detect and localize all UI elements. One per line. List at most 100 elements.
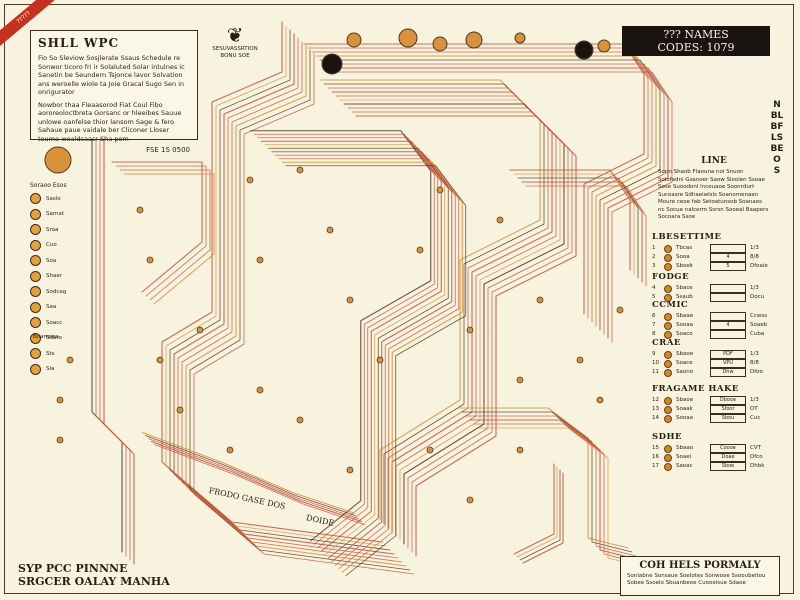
legend-item: Soa: [30, 253, 80, 269]
legend-item-label: Sla: [46, 366, 55, 373]
solder-pad-icon: [56, 436, 64, 444]
wire-trace: [250, 130, 432, 542]
title-block: ??? NAMES CODES: 1079: [622, 26, 770, 56]
legend-item: Sla: [30, 362, 80, 378]
terminal-icon: [664, 350, 672, 359]
solder-pad-icon: [436, 186, 444, 194]
spec-row-label: Sbaae: [676, 313, 694, 319]
bottom-left-line-1: SYP PCC PINNNE: [18, 562, 128, 575]
spec-section-heading: FODGE: [652, 272, 690, 282]
wire-trace: [145, 435, 356, 516]
spec-row-label: Sboek: [676, 263, 693, 269]
spec-row-value: Cuba: [750, 331, 765, 337]
component-icon: [30, 239, 41, 251]
wire-trace: [319, 59, 661, 331]
legend-item-label: Soacc: [46, 319, 63, 326]
knob-icon: [574, 40, 594, 60]
legend-item: Cuo: [30, 238, 80, 254]
spec-row-switch: 4: [710, 253, 746, 262]
component-icon: [30, 270, 41, 282]
solder-pad-icon: [346, 466, 354, 474]
knob-icon: [44, 146, 72, 174]
spec-row-label: Sooaa: [676, 322, 693, 328]
solder-pad-icon: [416, 246, 424, 254]
wire-trace: [315, 55, 657, 327]
legend-item: Saa: [30, 300, 80, 316]
spec-row-value: Dfoo: [750, 369, 763, 375]
solder-pad-icon: [426, 446, 434, 454]
legend-item-label: Shaer: [46, 273, 62, 280]
legend-item-label: Sts: [46, 350, 55, 357]
knob-icon: [465, 31, 483, 49]
solder-pad-icon: [516, 376, 524, 384]
knob-icon: [432, 36, 448, 52]
wire-trace: [517, 177, 639, 279]
spec-row-number: 16: [652, 454, 659, 460]
legend-item: Sdaro: [30, 331, 80, 347]
sheet-border: [4, 4, 794, 594]
wire-trace: [141, 431, 354, 514]
spec-row-number: 6: [652, 313, 656, 319]
wire-trace: [281, 161, 463, 573]
component-icon: [30, 301, 41, 313]
notes-box: SHLL WPC Fio So Sleviow Sosjlerate Ssaus…: [30, 30, 198, 154]
wire-trace: [123, 173, 215, 305]
component-icon: [30, 286, 41, 298]
spec-row-number: 1: [652, 245, 656, 251]
wire-trace: [119, 169, 211, 301]
spec-row-number: 7: [652, 322, 656, 328]
legend-item: Sraa: [30, 222, 80, 238]
wire-trace: [267, 147, 449, 559]
legend-item-label: Sdaro: [46, 335, 62, 342]
legend-item: Saslo: [30, 191, 80, 207]
notes-paragraph-2: Nowbor thaa Fleaasorod Fiat Coul Fibo ao…: [38, 100, 182, 143]
wire-trace: [513, 173, 635, 275]
legend-item-label: Saslo: [46, 195, 61, 202]
solder-pad-icon: [616, 306, 624, 314]
solder-pad-icon: [466, 326, 474, 334]
wire-trace: [513, 463, 555, 555]
spec-row-value: DT: [750, 406, 758, 412]
terminal-icon: [664, 262, 672, 271]
wire-trace: [278, 158, 460, 570]
solder-pad-icon: [196, 326, 204, 334]
line-info-box: LINE Sopn Shaob Flaouna noi Snuon Solofa…: [658, 156, 770, 222]
terminal-icon: [664, 321, 672, 330]
spec-row-value: 1/3: [750, 285, 759, 291]
spec-row-label: Sbaoe: [676, 351, 694, 357]
solder-pad-icon: [496, 216, 504, 224]
bottom-right-text: Sonlabne Sonsaue Soelotes Sonwooe Ssooub…: [627, 573, 766, 586]
wire-trace: [327, 67, 669, 339]
solder-pad-icon: [466, 496, 474, 504]
spec-row-label: Tbcas: [676, 245, 693, 251]
terminal-icon: [664, 396, 672, 405]
wire-trace: [274, 154, 456, 566]
spec-row-number: 10: [652, 360, 659, 366]
wire-trace: [148, 438, 359, 519]
spec-row-value: Dfco: [750, 454, 763, 460]
spec-row-switch: Sbou: [710, 414, 746, 423]
spec-row-switch: Sfoor: [710, 405, 746, 414]
spec-row-switch: PDF: [710, 350, 746, 359]
spec-row-label: Sbaos: [676, 285, 693, 291]
wire-trace: [522, 472, 564, 564]
spec-row-switch: [710, 330, 746, 339]
left-legend-heading: Soraoo Esos: [30, 182, 67, 189]
spec-row-switch: [710, 244, 746, 253]
solder-pad-icon: [156, 356, 164, 364]
legend-item: Sts: [30, 346, 80, 362]
wire-trace: [260, 140, 442, 552]
terminal-icon: [664, 359, 672, 368]
solder-pad-icon: [346, 296, 354, 304]
spec-row-switch: 4: [710, 321, 746, 330]
spec-row-value: Soaeb: [750, 322, 768, 328]
